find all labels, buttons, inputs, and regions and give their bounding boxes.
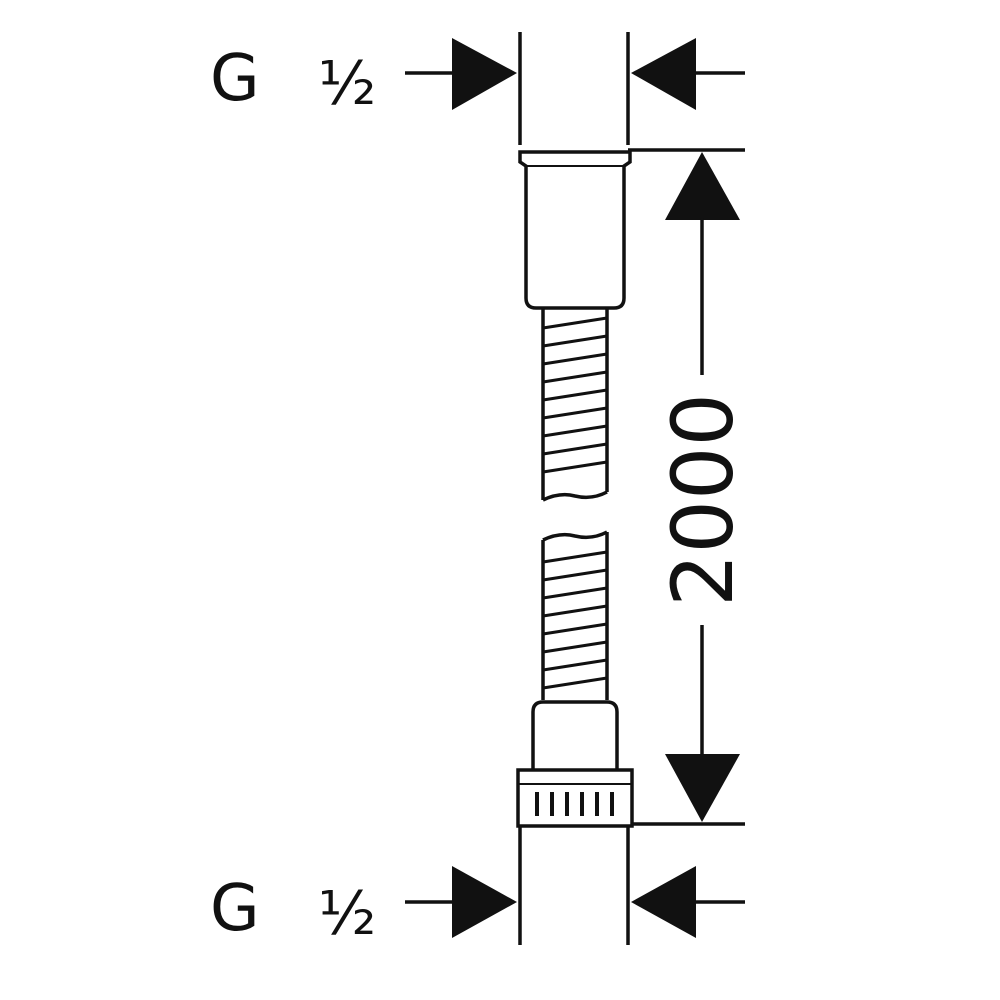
- top-thread-letter: G: [210, 42, 260, 116]
- bottom-connector: [516, 700, 634, 828]
- top-thread-size: ½: [318, 49, 376, 119]
- hose-lower-segment: [541, 530, 609, 700]
- top-arrow-right-head: [631, 38, 696, 110]
- top-connector: [518, 150, 632, 310]
- length-arrow-top-head: [665, 152, 740, 220]
- length-arrow-bottom-head: [665, 754, 740, 822]
- bottom-arrow-right-head: [631, 866, 696, 938]
- bottom-thread-size: ½: [318, 879, 376, 949]
- hose-upper-segment: [541, 308, 609, 502]
- length-dimension-value: 2000: [654, 393, 752, 607]
- bottom-arrow-left-head: [452, 866, 517, 938]
- top-arrow-left-head: [452, 38, 517, 110]
- bottom-thread-letter: G: [210, 872, 260, 946]
